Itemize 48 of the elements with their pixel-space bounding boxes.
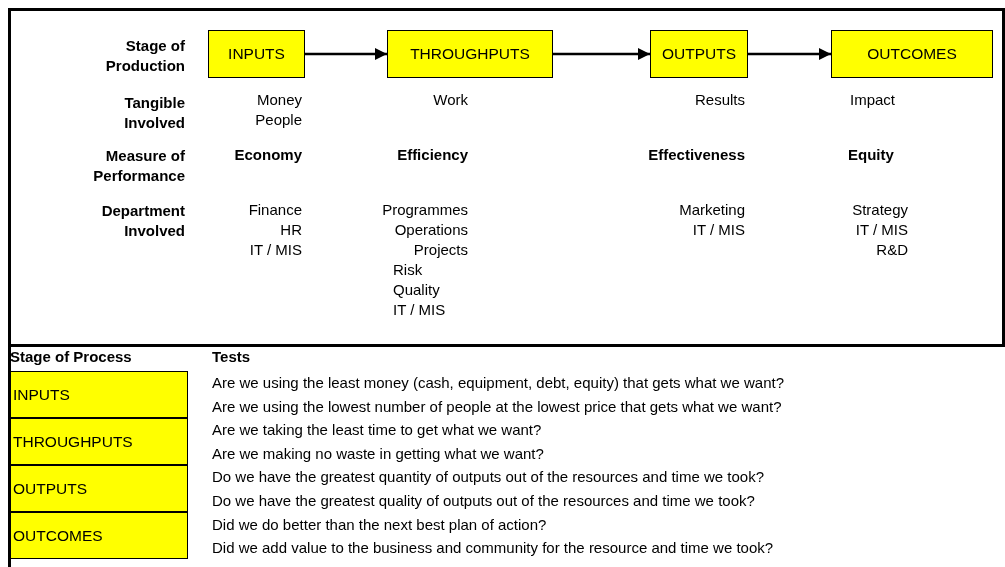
question-text: Did we do better than the next best plan of action? — [212, 515, 547, 534]
cell-text: R&D — [876, 241, 908, 259]
row-header: Stage of Production — [104, 36, 185, 76]
stage-box: OUTPUTS — [650, 30, 748, 78]
cell-text: Economy — [234, 146, 302, 164]
stage-label-box: OUTPUTS — [10, 465, 188, 512]
cell-text: People — [255, 111, 302, 129]
cell-text: Work — [433, 91, 468, 109]
cell-text: Strategy — [852, 201, 908, 219]
stage-box: THROUGHPUTS — [387, 30, 553, 78]
question-text: Do we have the greatest quality of outputs out of the resources and time we took? — [212, 492, 755, 510]
question-text: Do we have the greatest quantity of outputs out of the resources and time we took? — [212, 468, 764, 487]
cell-text: Programmes — [382, 201, 468, 219]
cell-text: Equity — [848, 146, 894, 164]
question-text: Are we using the lowest number of people at the lowest price that gets what we want? — [212, 397, 782, 416]
question-text: Did we add value to the business and community for the resource and time we took? — [212, 539, 774, 558]
cell-text: IT / MIS — [692, 221, 745, 239]
question-text: Are we using the least money (cash, equipment, debt, equity) that gets what we want? — [212, 374, 784, 392]
arrow — [748, 47, 831, 61]
stage-box: OUTCOMES — [831, 30, 993, 78]
arrow — [305, 47, 387, 61]
row-header: Department Involved — [100, 201, 185, 241]
stage-label-box: INPUTS — [10, 371, 188, 418]
cell-text: Marketing — [679, 201, 745, 219]
cell-text: Projects — [413, 241, 468, 259]
stage-box: INPUTS — [208, 30, 305, 78]
cell-text: Efficiency — [397, 146, 468, 164]
stage-label-box: OUTCOMES — [10, 512, 188, 559]
cell-text: Quality — [393, 281, 440, 299]
cell-text: Finance — [248, 201, 302, 219]
cell-text: Impact — [850, 91, 895, 109]
cell-text: IT / MIS — [249, 241, 302, 259]
cell-text: IT / MIS — [393, 301, 446, 319]
cell-text: IT / MIS — [855, 221, 908, 239]
arrow — [553, 47, 650, 61]
column-header: Stage of Process — [10, 348, 132, 366]
row-header: Measure of Performance — [92, 146, 185, 186]
stage-label-box: THROUGHPUTS — [10, 418, 188, 465]
column-header: Tests — [212, 348, 251, 366]
cell-text: HR — [280, 221, 302, 239]
cell-text: Effectiveness — [648, 146, 745, 164]
cell-text: Money — [256, 91, 302, 109]
cell-text: Operations — [394, 221, 468, 239]
cell-text: Risk — [393, 261, 423, 279]
row-header: Tangible Involved — [123, 93, 185, 133]
question-text: Are we making no waste in getting what we want? — [212, 444, 544, 463]
question-text: Are we taking the least time to get what we want? — [212, 421, 542, 440]
cell-text: Results — [694, 91, 745, 109]
